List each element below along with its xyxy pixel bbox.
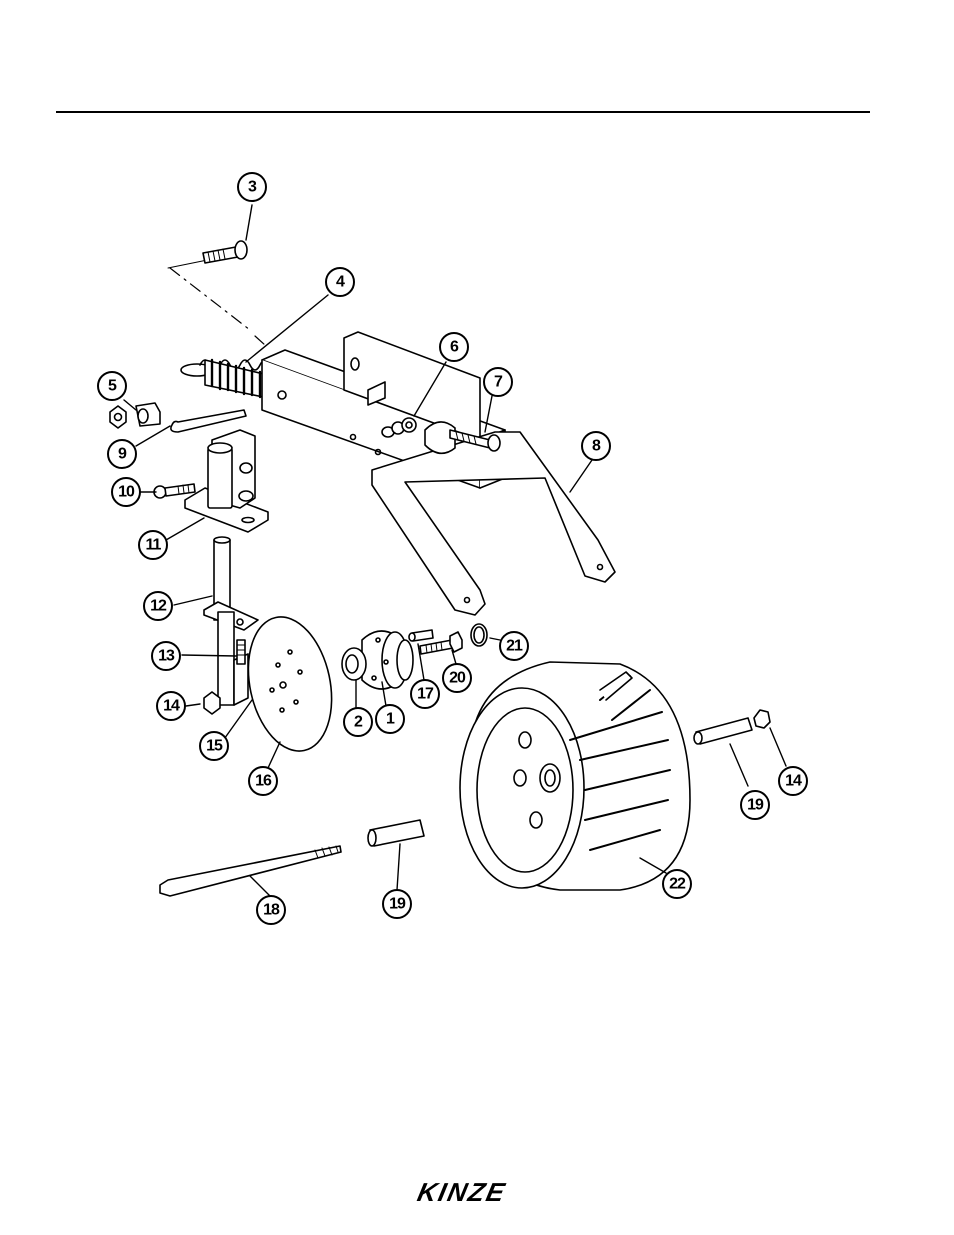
callout-label: 7 <box>494 374 503 391</box>
part-cotter-pin-9 <box>171 410 246 432</box>
part-spring-4 <box>181 360 270 398</box>
callout-5: 5 <box>98 372 126 400</box>
part-nut-14-right <box>754 710 770 728</box>
callout-4: 4 <box>326 268 354 296</box>
callout-13: 13 <box>152 642 180 670</box>
callout-11: 11 <box>139 531 167 559</box>
callout-7: 7 <box>484 368 512 396</box>
callout-label: 5 <box>108 378 117 395</box>
callout-label: 10 <box>118 484 135 501</box>
callout-label: 15 <box>206 738 223 755</box>
callout-12: 12 <box>144 592 172 620</box>
callout-6: 6 <box>440 333 468 361</box>
callout-22: 22 <box>663 870 691 898</box>
callout-label: 13 <box>158 648 175 665</box>
callout-14: 14 <box>157 692 185 720</box>
callout-label: 4 <box>336 274 345 291</box>
part-spacer-19-bottom <box>368 820 424 846</box>
part-disk-16 <box>237 609 344 759</box>
callout-10: 10 <box>112 478 140 506</box>
callouts: 3 4 5 6 7 8 9 10 11 12 13 14 15 16 2 1 1… <box>98 173 807 924</box>
part-nut-block-5 <box>110 403 160 428</box>
part-snap-ring-21 <box>471 624 487 646</box>
callout-label: 6 <box>450 339 459 356</box>
callout-9: 9 <box>108 440 136 468</box>
part-tire-22 <box>460 662 690 890</box>
callout-label: 18 <box>263 902 280 919</box>
callout-15: 15 <box>200 732 228 760</box>
callout-18: 18 <box>257 896 285 924</box>
callout-label: 3 <box>248 179 257 196</box>
callout-label: 2 <box>354 714 363 731</box>
callout-label: 17 <box>417 686 434 703</box>
callout-label: 21 <box>506 638 523 655</box>
callout-8: 8 <box>582 432 610 460</box>
part-stud-17 <box>409 630 433 641</box>
callout-label: 9 <box>118 446 127 463</box>
callout-label: 11 <box>146 537 162 554</box>
part-hub-1 <box>362 631 413 689</box>
part-long-bolt-18 <box>160 846 341 896</box>
callout-label: 12 <box>150 598 167 615</box>
callout-2: 2 <box>344 708 372 736</box>
callout-1: 1 <box>376 705 404 733</box>
callout-label: 22 <box>669 876 686 893</box>
part-nut-14 <box>204 692 220 714</box>
kinze-logo: KINZE <box>402 1178 522 1206</box>
part-spacer-19-right <box>694 718 752 744</box>
alignment-line <box>170 268 265 345</box>
callout-label: 16 <box>255 773 272 790</box>
callout-14-right: 14 <box>779 767 807 795</box>
callout-17: 17 <box>411 680 439 708</box>
callout-label: 1 <box>386 711 395 728</box>
callout-label: 19 <box>389 896 406 913</box>
callout-21: 21 <box>500 632 528 660</box>
part-bolt-13 <box>237 640 245 664</box>
part-bolt-10 <box>154 484 195 498</box>
callout-20: 20 <box>443 664 471 692</box>
callout-label: 14 <box>163 698 180 715</box>
callout-3: 3 <box>238 173 266 201</box>
callout-label: 19 <box>747 797 764 814</box>
callout-19-right: 19 <box>741 791 769 819</box>
logo-text: KINZE <box>399 1178 525 1206</box>
callout-label: 8 <box>592 438 601 455</box>
callout-16: 16 <box>249 767 277 795</box>
callout-19-bottom: 19 <box>383 890 411 918</box>
callout-label: 14 <box>785 773 802 790</box>
part-bracket-11 <box>185 430 268 532</box>
callout-label: 20 <box>449 670 466 687</box>
part-bearing-2 <box>342 648 366 680</box>
part-bolt-3 <box>203 241 247 263</box>
